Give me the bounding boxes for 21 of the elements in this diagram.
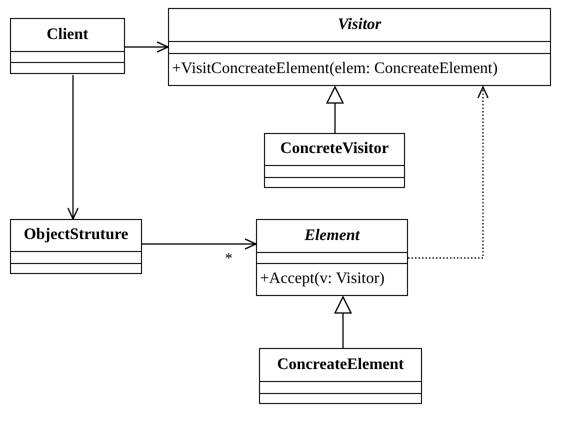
dependency-arrow xyxy=(408,86,489,259)
class-box xyxy=(168,8,551,86)
association-arrow xyxy=(67,75,79,220)
method-signature: +Accept(v: Visitor) xyxy=(259,270,385,288)
class-name: ConcreateElement xyxy=(277,356,404,374)
class-box xyxy=(10,219,142,274)
inheritance-arrow xyxy=(326,86,344,133)
method-signature: +VisitConcreateElement(elem: ConcreateElement) xyxy=(171,60,498,78)
inheritance-arrow xyxy=(334,296,352,348)
class-box xyxy=(259,348,422,404)
class-box xyxy=(10,18,125,74)
class-name: Visitor xyxy=(338,16,382,34)
class-name: ObjectStruture xyxy=(24,226,128,244)
class-box xyxy=(264,133,405,188)
class-name: ConcreteVisitor xyxy=(280,140,389,158)
class-name: Client xyxy=(46,26,88,44)
class-box xyxy=(256,219,408,296)
multiplicity-label: * xyxy=(225,252,232,267)
association-arrow xyxy=(125,41,169,53)
class-name: Element xyxy=(304,226,360,245)
association-arrow xyxy=(142,238,257,250)
